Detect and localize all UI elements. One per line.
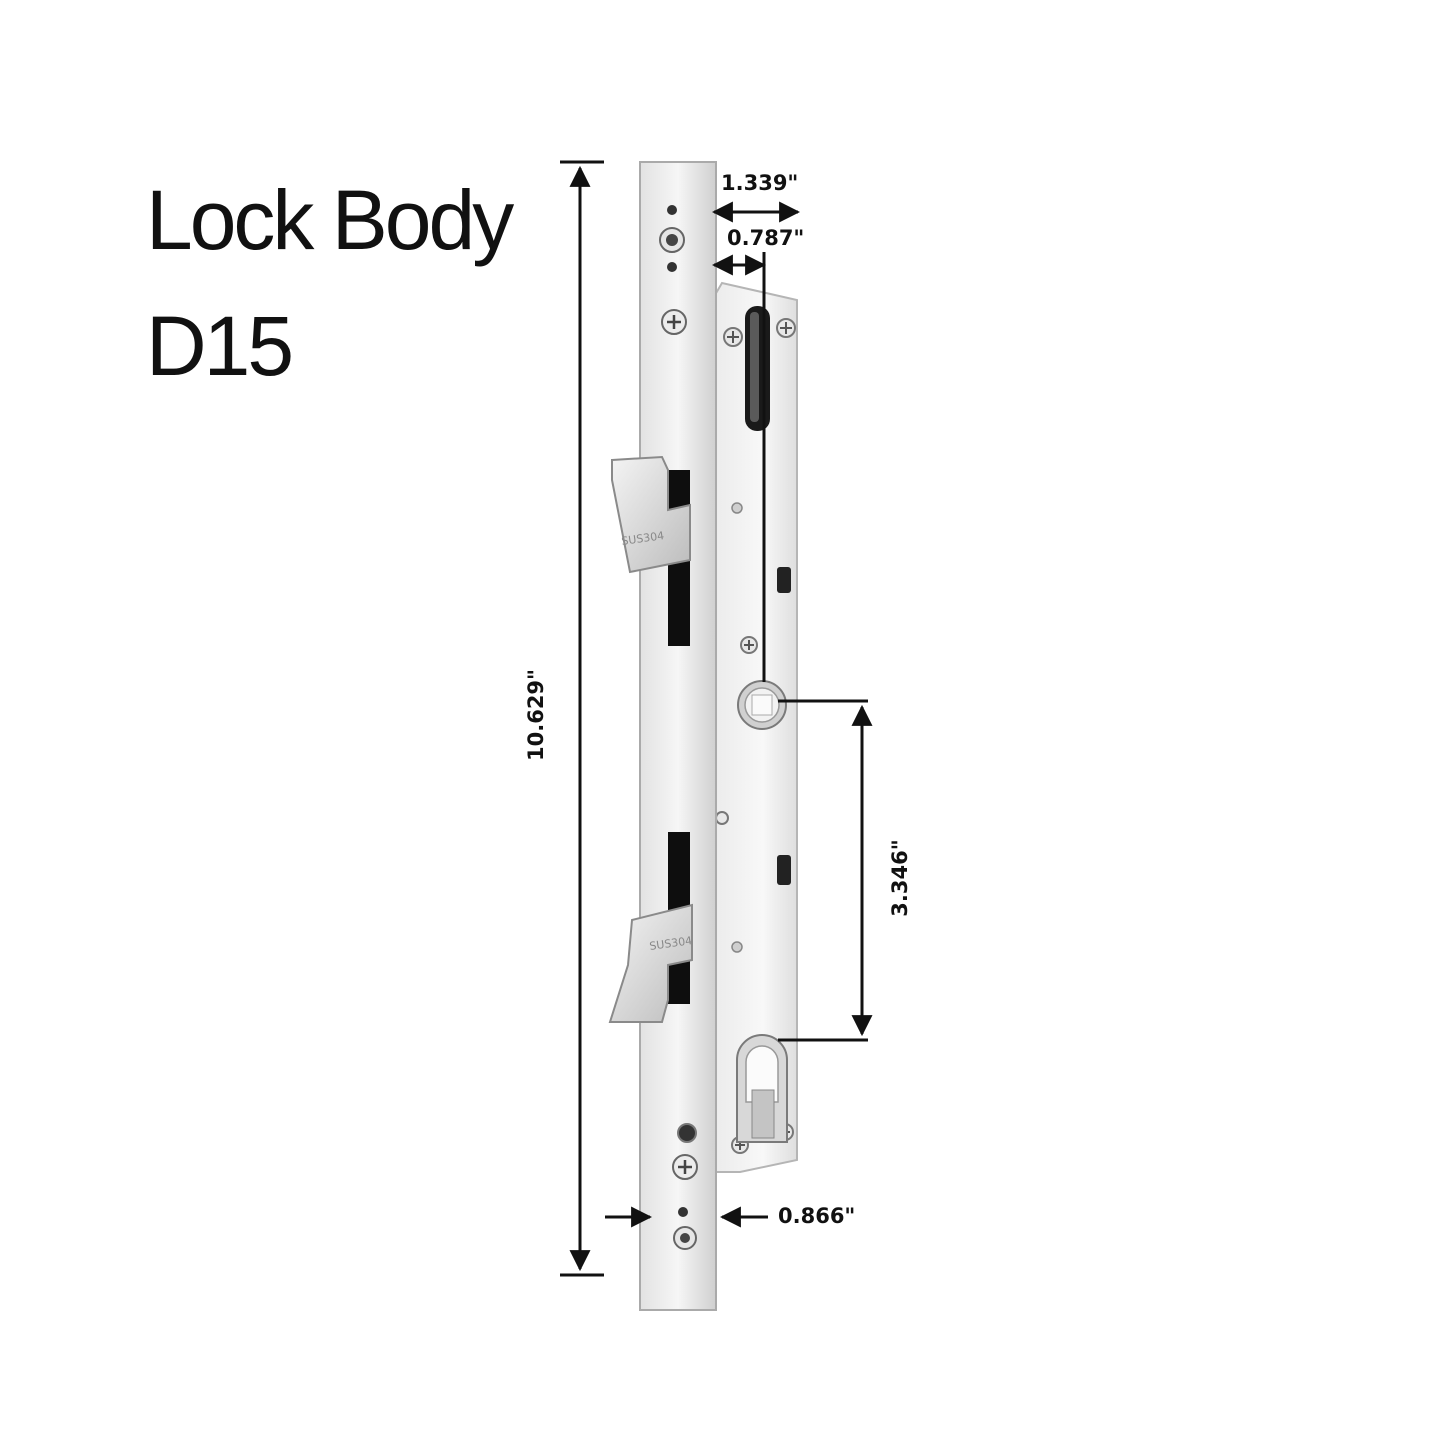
screw-icon: [661, 309, 687, 335]
screw-icon: [715, 811, 729, 825]
case-slot: [777, 855, 791, 885]
hook-bolt-top: SUS304: [611, 455, 691, 574]
dim-label-backset-outer: 1.339": [721, 171, 799, 195]
product-model: D15: [146, 299, 294, 393]
dim-label-overall-height: 10.629": [524, 669, 548, 761]
hook-engraving: SUS304: [649, 934, 693, 953]
dimension-backset-inner: [711, 252, 767, 682]
hook-engraving: SUS304: [621, 529, 665, 548]
screw-icon: [740, 636, 758, 654]
screw-icon: [723, 327, 743, 347]
spindle-hub: [737, 680, 787, 730]
hook-bolt-bottom: SUS304: [608, 903, 693, 1023]
dim-label-faceplate-width: 0.866": [778, 1204, 856, 1228]
dimension-center-distance: [778, 699, 873, 1042]
product-title: Lock Body: [146, 173, 514, 267]
dimension-overall-height: [560, 160, 604, 1277]
screw-icon: [776, 318, 796, 338]
dim-label-center-distance: 3.346": [888, 839, 912, 917]
screw-icon: [672, 1154, 698, 1180]
cylinder-cutout: [736, 1034, 788, 1143]
faceplate: [639, 161, 717, 1311]
case-slot: [777, 567, 791, 593]
dim-label-backset-inner: 0.787": [727, 226, 805, 250]
